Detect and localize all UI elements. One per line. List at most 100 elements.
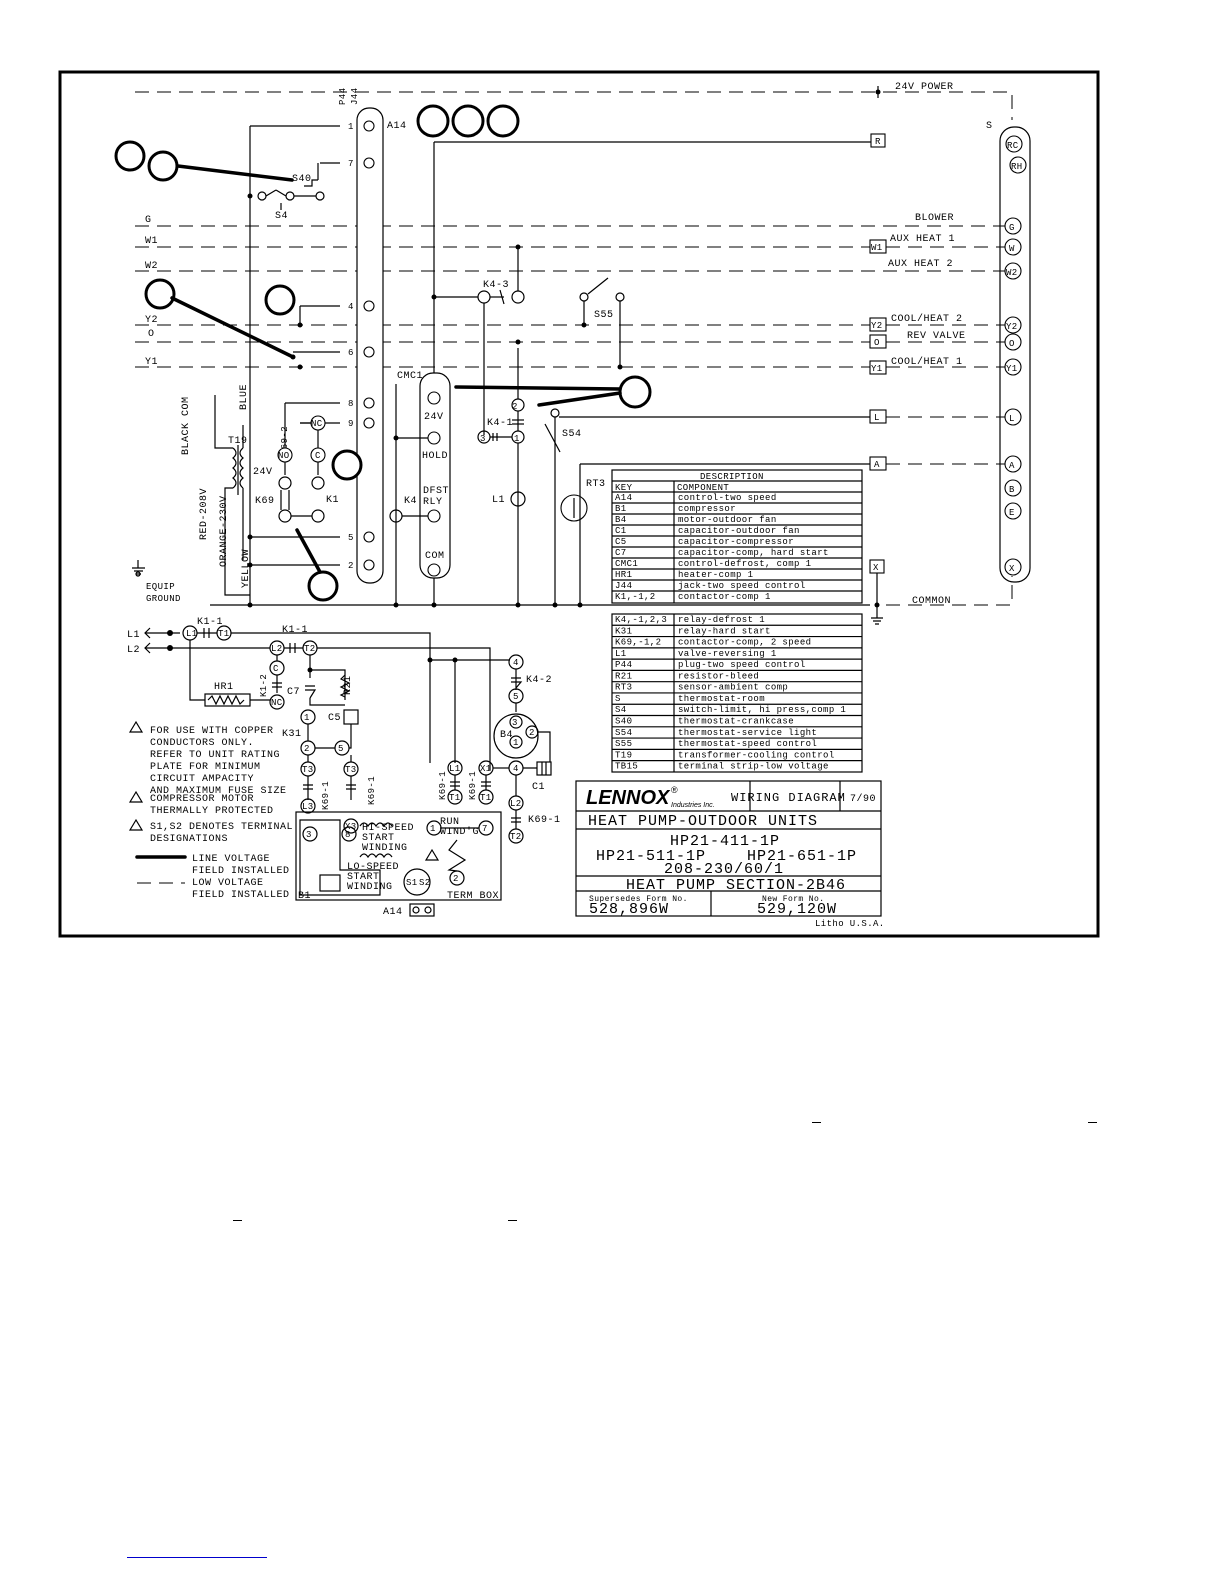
svg-text:5: 5	[348, 533, 354, 543]
svg-text:B1: B1	[298, 891, 311, 902]
svg-text:WINDING: WINDING	[362, 843, 408, 854]
svg-text:FIELD INSTALLED: FIELD INSTALLED	[192, 890, 290, 901]
legend-description: transformer-cooling control	[678, 750, 835, 760]
svg-text:T3: T3	[302, 765, 314, 775]
svg-text:1: 1	[348, 122, 354, 132]
svg-text:L2: L2	[271, 644, 283, 654]
legend-description: capacitor-outdoor fan	[678, 526, 800, 536]
legend-description: compressor	[678, 504, 736, 514]
svg-text:W2: W2	[1006, 268, 1018, 278]
svg-text:1: 1	[304, 713, 310, 723]
low-voltage-wires	[135, 225, 1013, 606]
legend-key: K69,-1,2	[615, 638, 661, 648]
svg-text:T1: T1	[449, 793, 461, 803]
svg-text:7/90: 7/90	[850, 793, 876, 805]
legend-key: L1	[615, 649, 627, 659]
svg-text:8: 8	[345, 830, 351, 840]
svg-text:K69: K69	[255, 496, 275, 507]
svg-text:K4: K4	[404, 496, 417, 507]
svg-text:S1: S1	[406, 878, 418, 888]
svg-text:X: X	[873, 563, 879, 573]
svg-text:K4-2: K4-2	[526, 675, 552, 686]
svg-text:NC: NC	[311, 419, 323, 429]
svg-text:2: 2	[304, 744, 310, 754]
svg-text:R: R	[875, 137, 881, 147]
svg-text:DESIGNATIONS: DESIGNATIONS	[150, 834, 228, 845]
svg-text:2: 2	[512, 402, 518, 412]
svg-text:HP21-651-1P: HP21-651-1P	[747, 848, 857, 865]
svg-text:CIRCUIT AMPACITY: CIRCUIT AMPACITY	[150, 774, 254, 785]
svg-text:9: 9	[348, 419, 354, 429]
legend-description: thermostat-room	[678, 694, 765, 704]
svg-text:R21: R21	[343, 675, 354, 695]
svg-text:HOLD: HOLD	[422, 451, 448, 462]
svg-text:HEAT PUMP SECTION-2B46: HEAT PUMP SECTION-2B46	[626, 877, 846, 894]
svg-text:CMC1: CMC1	[397, 371, 423, 382]
svg-text:1: 1	[513, 738, 519, 748]
legend-key: K4,-1,2,3	[615, 615, 667, 625]
label-blower: BLOWER	[915, 213, 954, 224]
legend-key: RT3	[615, 683, 632, 693]
svg-text:W1: W1	[871, 243, 883, 253]
svg-text:X: X	[1009, 564, 1015, 574]
svg-text:RT3: RT3	[586, 479, 606, 490]
label-coolheat1: COOL/HEAT 1	[891, 356, 963, 368]
svg-text:24V: 24V	[253, 467, 273, 478]
svg-text:START: START	[362, 833, 395, 844]
svg-text:TERM BOX: TERM BOX	[447, 891, 499, 902]
callout-circles	[114, 104, 652, 602]
legend-key: B1	[615, 504, 627, 514]
svg-text:HEAT PUMP-OUTDOOR UNITS: HEAT PUMP-OUTDOOR UNITS	[588, 813, 818, 830]
svg-text:J44: J44	[350, 88, 360, 105]
svg-text:A: A	[874, 460, 880, 470]
svg-text:B: B	[1009, 485, 1015, 495]
svg-text:COM: COM	[425, 551, 445, 562]
svg-text:P44: P44	[338, 88, 348, 105]
svg-text:5: 5	[513, 692, 519, 702]
legend-key: T19	[615, 750, 632, 760]
svg-text:K69-1: K69-1	[438, 771, 448, 800]
svg-text:HP21-411-1P: HP21-411-1P	[670, 833, 780, 850]
label-revvalve: REV VALVE	[907, 331, 966, 342]
svg-text:529,120W: 529,120W	[757, 901, 837, 918]
legend-key: S55	[615, 739, 632, 749]
svg-text:RUN: RUN	[440, 817, 460, 828]
svg-text:24V: 24V	[424, 412, 444, 423]
svg-text:L2: L2	[510, 799, 522, 809]
svg-text:COMPRESSOR MOTOR: COMPRESSOR MOTOR	[150, 794, 254, 805]
footer-link-underline[interactable]	[127, 1557, 267, 1558]
svg-text:Y1: Y1	[871, 364, 883, 374]
svg-text:2: 2	[348, 561, 354, 571]
svg-text:L2: L2	[127, 645, 140, 656]
svg-text:HP21-511-1P: HP21-511-1P	[596, 848, 706, 865]
svg-text:L1: L1	[449, 764, 461, 774]
svg-text:K69-1: K69-1	[528, 815, 561, 826]
tb15-terminal-strip: R W1 Y2 O Y1 L A X	[869, 133, 887, 574]
dash-mark	[233, 1220, 242, 1221]
cmc1-defrost-control	[419, 372, 451, 579]
svg-text:ORANGE-230V: ORANGE-230V	[219, 495, 230, 567]
svg-text:A14: A14	[383, 907, 403, 918]
svg-text:GROUND: GROUND	[146, 594, 181, 604]
svg-text:7: 7	[482, 824, 488, 834]
svg-text:G: G	[1009, 223, 1015, 233]
svg-text:4: 4	[348, 302, 354, 312]
legend-description: control-two speed	[678, 493, 777, 503]
legend-key: TB15	[615, 762, 638, 772]
svg-text:B4: B4	[500, 730, 513, 741]
legend-key: S54	[615, 728, 632, 738]
svg-text:K1-2: K1-2	[259, 674, 269, 697]
svg-text:4: 4	[513, 658, 519, 668]
svg-text:CONDUCTORS ONLY.: CONDUCTORS ONLY.	[150, 738, 254, 749]
wire-y2: Y2	[145, 315, 158, 326]
thermostat-s-label: S	[986, 121, 993, 132]
svg-text:Y1: Y1	[1006, 364, 1018, 374]
svg-text:K4-3: K4-3	[483, 280, 509, 291]
svg-text:K31: K31	[282, 729, 302, 740]
svg-text:WIND'G: WIND'G	[440, 826, 479, 838]
svg-text:T19: T19	[228, 436, 248, 447]
svg-text:K69-1: K69-1	[321, 781, 331, 810]
power-label: 24V POWER	[895, 82, 954, 93]
svg-text:KEY: KEY	[615, 483, 633, 493]
